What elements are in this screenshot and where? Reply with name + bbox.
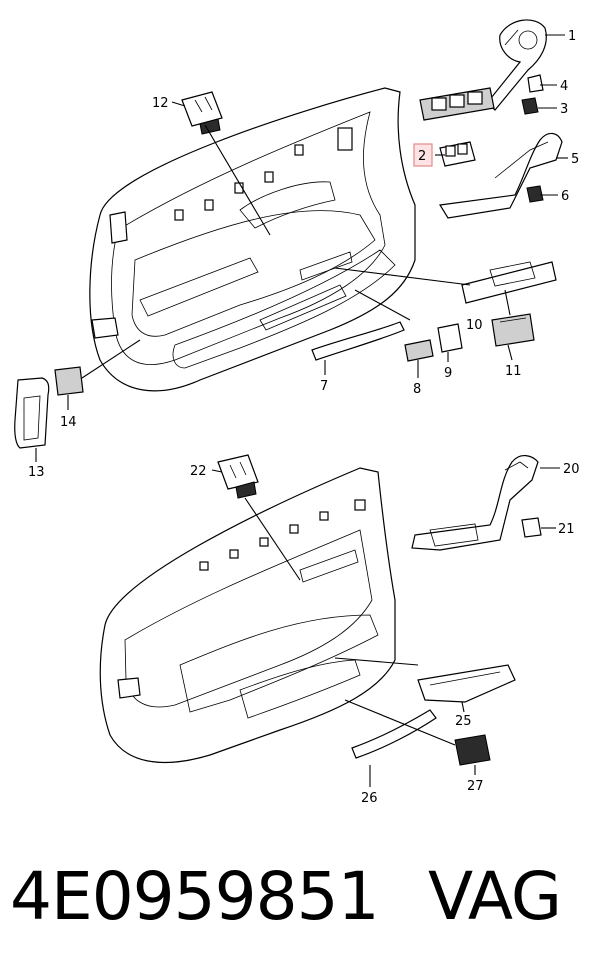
part-6-button [526,185,544,203]
part-10-switch-housing [461,261,557,304]
part-7-pull-handle-trim [311,321,405,361]
highlight-box-part-2 [413,143,433,167]
part-8-switch [404,339,434,362]
part-11-switch [491,313,535,347]
rear-door-panel [99,467,396,764]
part-26-pull-handle-trim [351,709,437,759]
callout-1: 1 [568,29,576,44]
callout-11: 11 [505,364,522,379]
callout-20: 20 [563,462,580,477]
callout-6: 6 [561,189,569,204]
callout-27: 27 [467,779,484,794]
callout-25: 25 [455,714,472,729]
callout-9: 9 [444,366,452,381]
part-21-button [521,517,542,538]
part-2-window-lifter-switch [419,87,495,167]
part-5-trim-frame [439,132,563,219]
callout-3: 3 [560,102,568,117]
callout-22: 22 [190,464,207,479]
lower-leader-lines [211,467,560,787]
part-4-cap [527,74,544,93]
part-9-switch [437,323,463,353]
callout-5: 5 [571,152,579,167]
part-20-trim-frame [411,455,539,551]
exploded-parts-diagram: 1 2 3 4 5 6 7 8 9 10 11 12 13 14 20 21 2… [14,19,580,806]
callout-12: 12 [152,96,169,111]
callout-14: 14 [60,415,77,430]
part-1-window-switch-bezel [486,19,547,111]
part-13-trim-frame [14,377,50,449]
part-25-storage-tray [417,664,516,703]
callout-7: 7 [320,379,328,394]
callout-8: 8 [413,382,421,397]
callout-10: 10 [466,318,483,333]
callout-2: 2 [418,149,426,164]
callout-4: 4 [560,79,568,94]
upper-leader-lines [35,34,568,462]
part-14-switch [54,366,84,396]
front-door-panel [89,87,416,392]
callout-21: 21 [558,522,575,537]
part-22-switch [217,454,259,499]
part-3-button [521,97,539,115]
part-12-switch [181,91,223,135]
part-27-switch [454,734,491,766]
part-number-caption: 4E0959851 [10,858,380,935]
brand-caption: VAG [428,858,562,935]
callout-13: 13 [28,465,45,480]
callout-26: 26 [361,791,378,806]
